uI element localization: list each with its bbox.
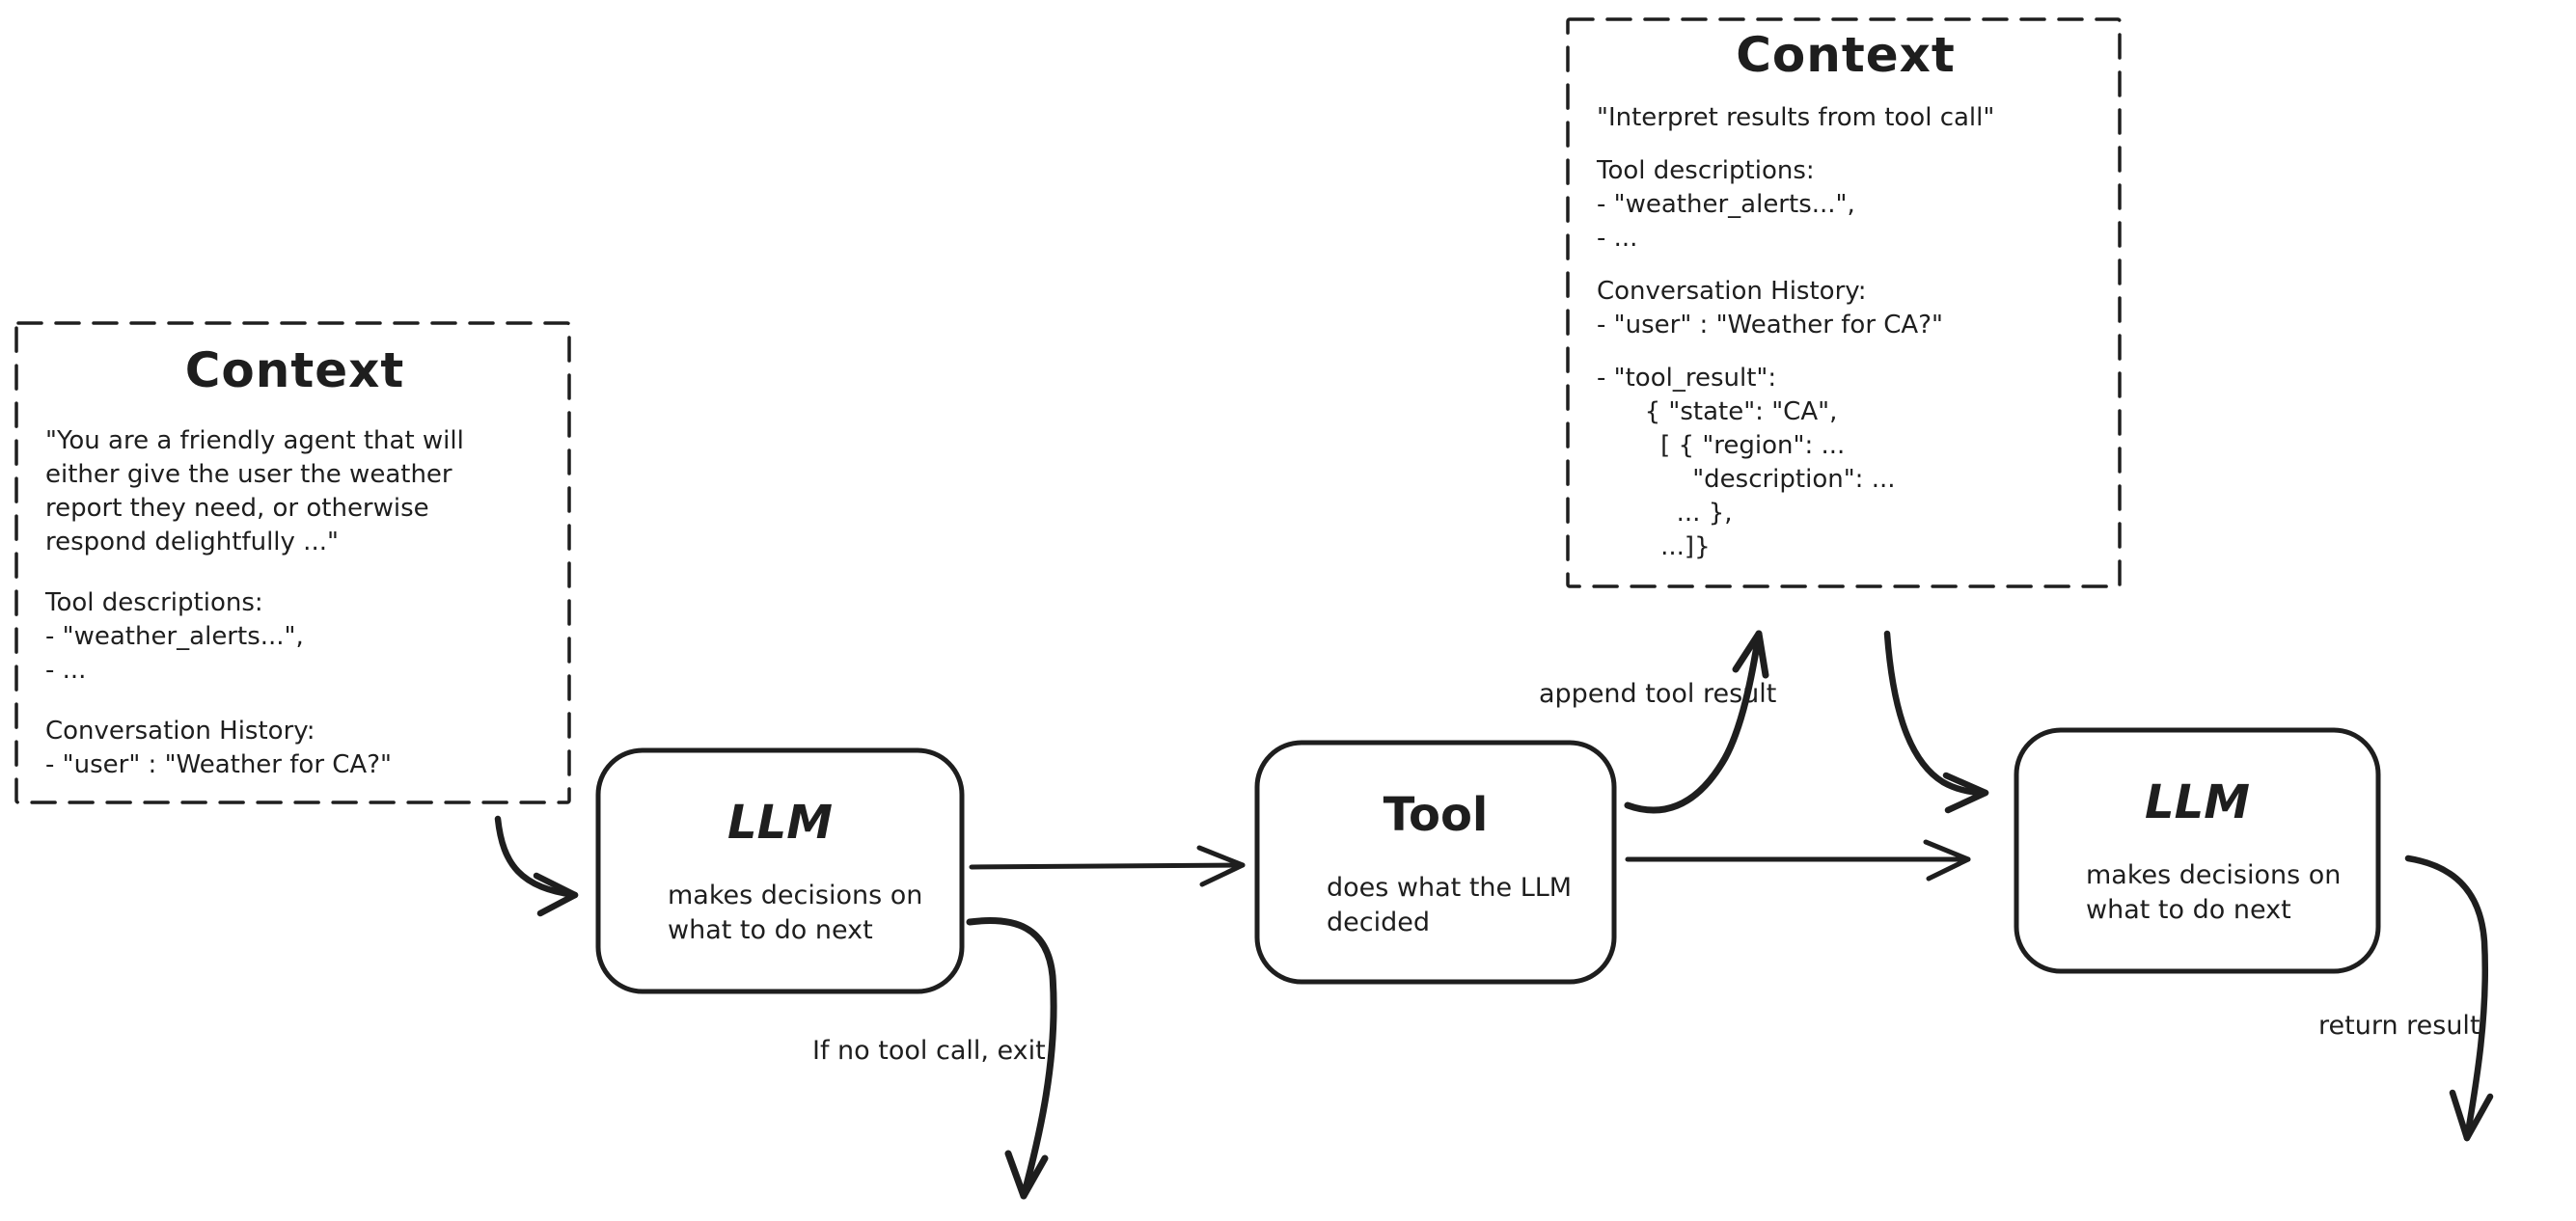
context-left-title: Context (184, 342, 405, 398)
return-result-label: return result (2318, 1011, 2480, 1041)
llm1-subtitle: makes decisions on what to do next (668, 881, 923, 946)
llm1-title: LLM (727, 796, 833, 850)
context-left-system-prompt: "You are a friendly agent that will eith… (45, 426, 464, 556)
context-right-box-border (1566, 17, 2122, 588)
tool-node: Tool does what the LLM decided (1257, 743, 1614, 982)
context-right-tool-result: - "tool_result": { "state": "CA", [ { "r… (1597, 364, 1896, 561)
context-right-title: Context (1736, 27, 1956, 83)
tool-title: Tool (1383, 788, 1489, 842)
arrow-llm2-return (2404, 855, 2494, 1142)
tool-subtitle: does what the LLM decided (1327, 873, 1573, 938)
llm1-box-border (595, 747, 965, 994)
llm1-node: LLM makes decisions on what to do next (598, 750, 962, 991)
context-right-tool-descriptions: Tool descriptions: - "weather_alerts..."… (1597, 156, 1855, 253)
no-tool-call-exit-label: If no tool call, exit (812, 1036, 1046, 1066)
llm2-title: LLM (2145, 775, 2250, 829)
tool-box-border (1254, 740, 1617, 985)
llm2-node: LLM makes decisions on what to do next (2016, 730, 2378, 971)
context-left-box: Context "You are a friendly agent that w… (16, 323, 569, 802)
context-left-box-border (14, 321, 571, 804)
arrow-tool-to-llm2 (1625, 839, 1971, 882)
llm2-subtitle: makes decisions on what to do next (2086, 860, 2342, 926)
llm2-box-border (2014, 727, 2381, 974)
arrow-context-left-to-llm1 (494, 815, 579, 917)
arrow-context-right-to-llm2 (1883, 630, 1989, 814)
append-tool-result-label: append tool result (1539, 679, 1777, 709)
arrow-tool-to-context-right (1624, 630, 1769, 814)
context-left-tool-descriptions: Tool descriptions: - "weather_alerts..."… (45, 588, 304, 685)
context-left-conversation-history: Conversation History: - "user" : "Weathe… (45, 717, 392, 779)
arrow-llm1-to-tool (969, 845, 1246, 887)
context-right-system-prompt: "Interpret results from tool call" (1597, 103, 1995, 132)
context-right-conversation-history: Conversation History: - "user" : "Weathe… (1597, 277, 1943, 339)
arrow-llm1-exit (966, 917, 1057, 1200)
context-right-box: Context "Interpret results from tool cal… (1568, 19, 2120, 586)
